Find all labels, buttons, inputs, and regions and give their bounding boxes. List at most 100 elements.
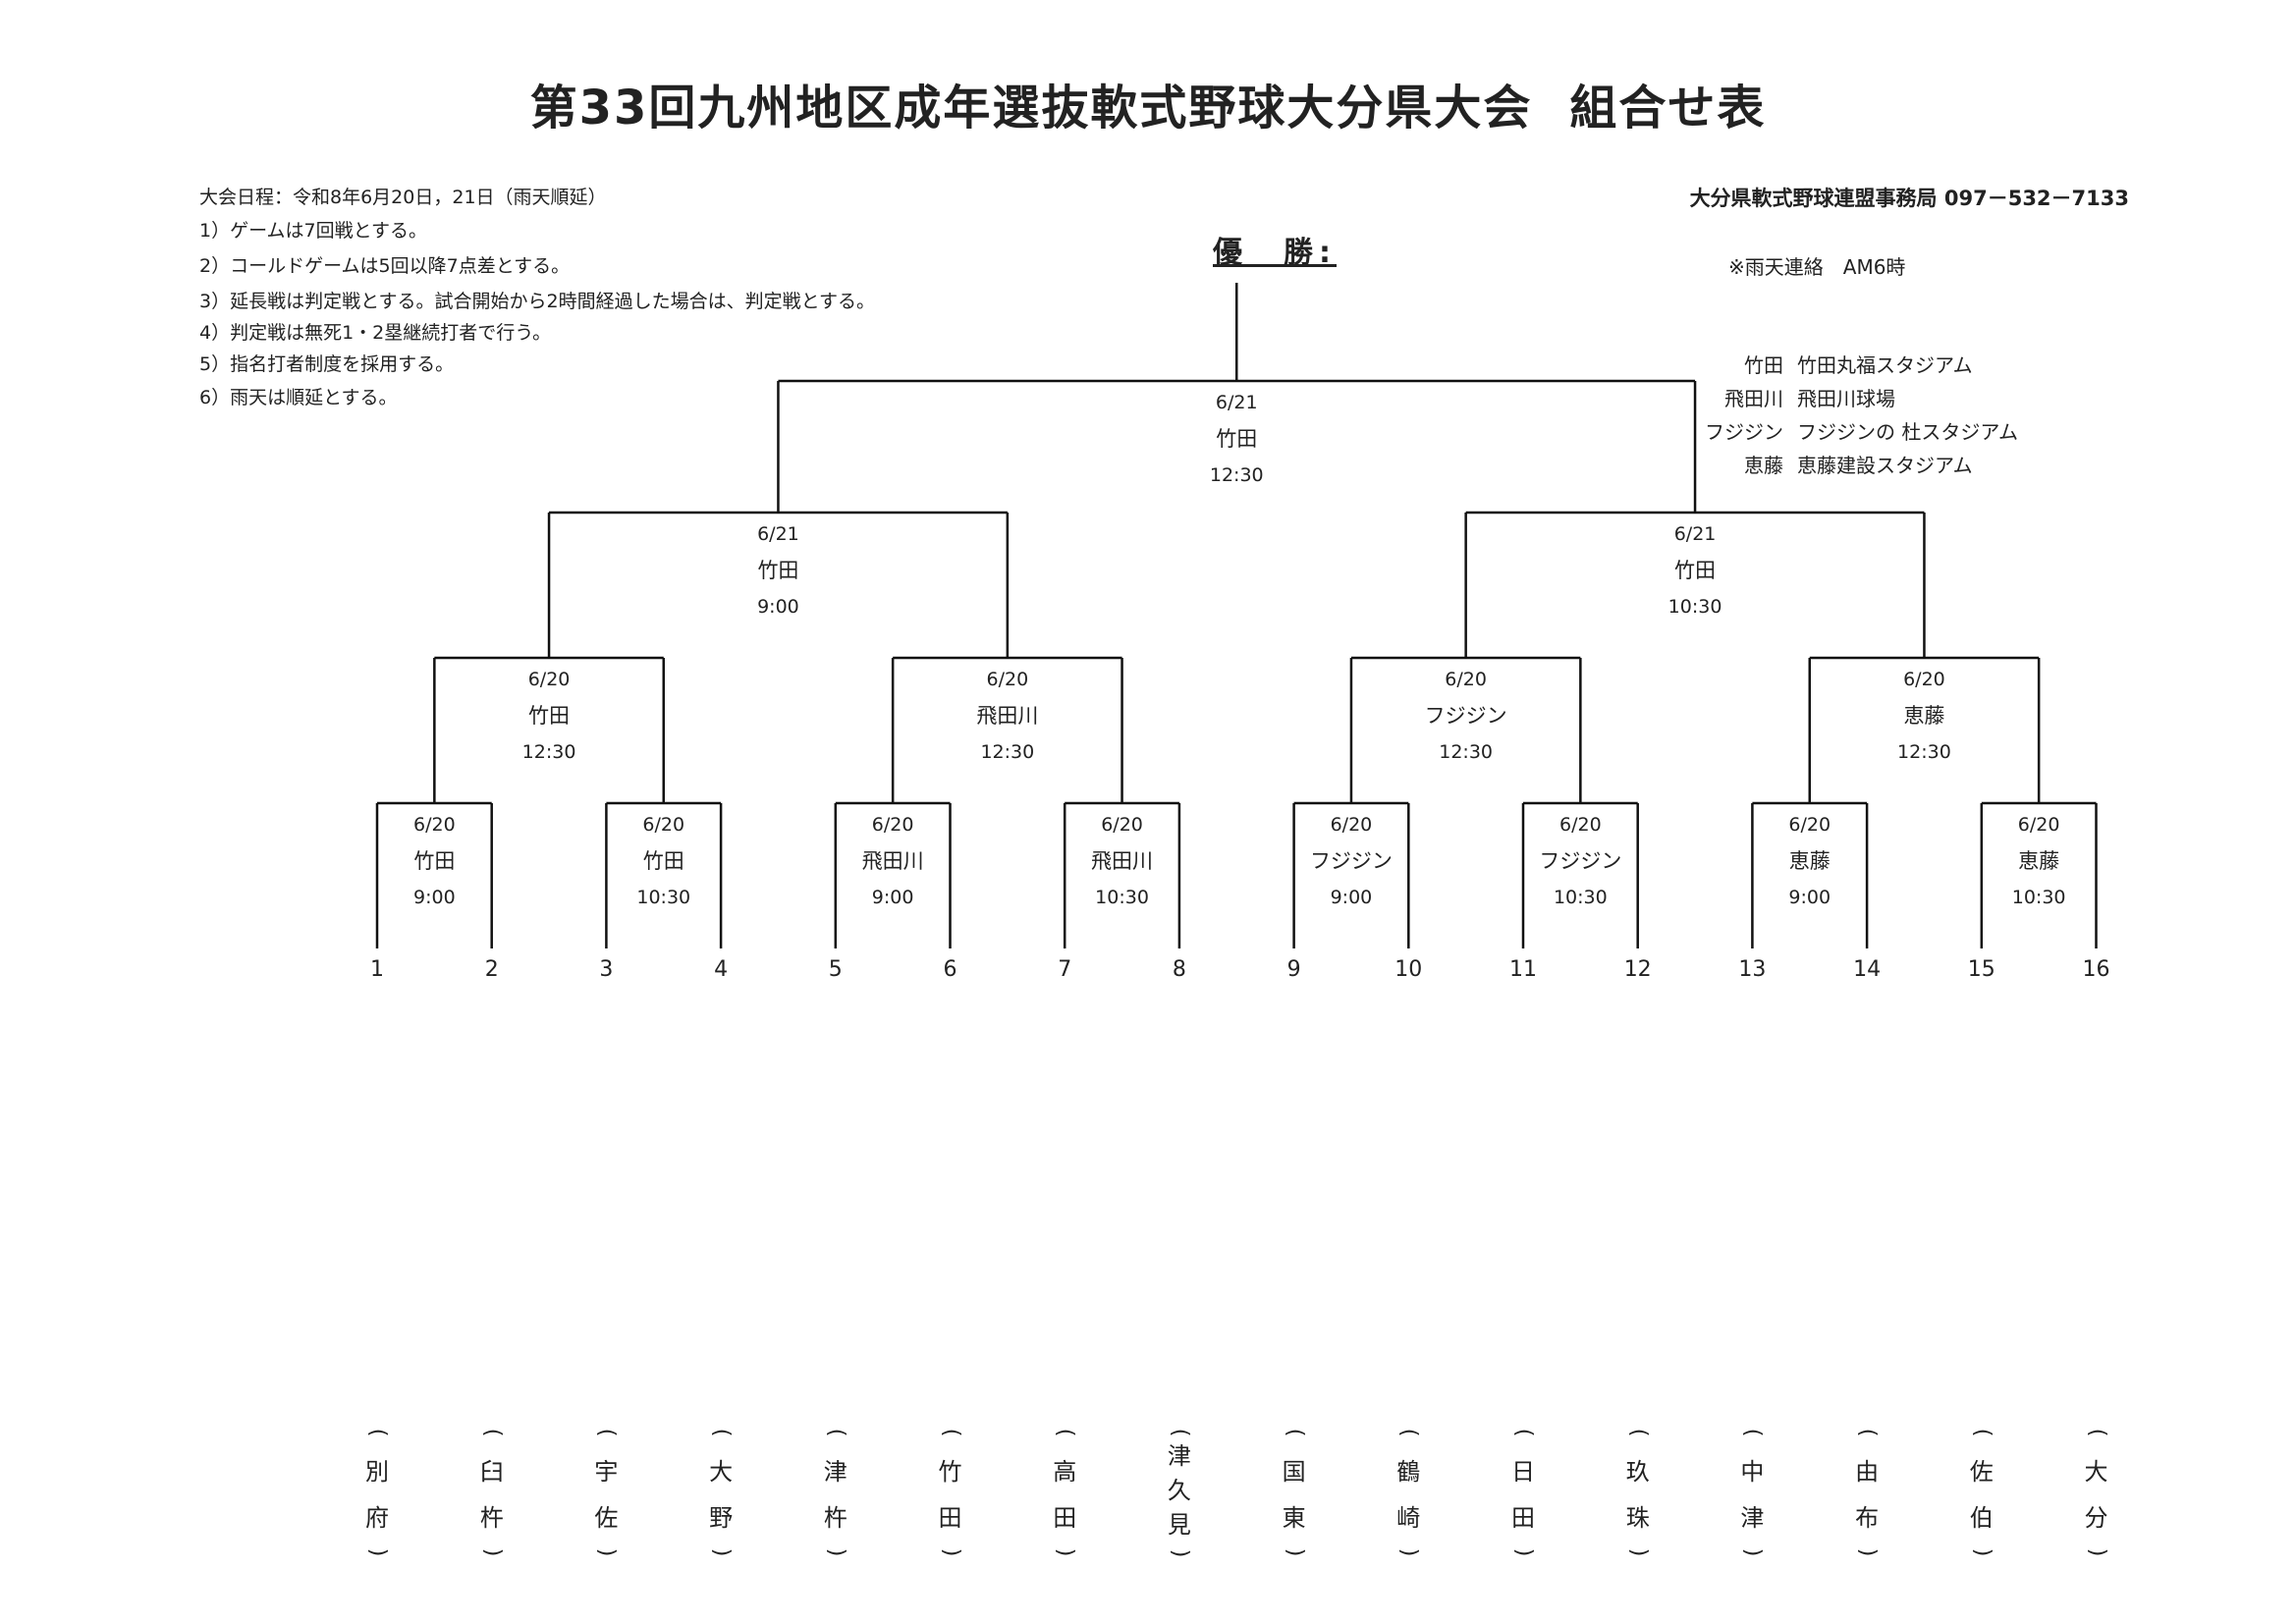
match-time: 10:30	[1095, 887, 1149, 908]
team-name: 玖珠	[1625, 1458, 1650, 1532]
venue-short: 飛田川	[1724, 387, 1783, 410]
team-name: 鶴崎	[1396, 1458, 1421, 1532]
match-date: 6/21	[1215, 392, 1258, 413]
venue-short: フジジン	[1705, 420, 1783, 444]
open-paren: (	[1396, 1428, 1422, 1437]
slot-number: 5	[828, 957, 843, 982]
match-time: 12:30	[980, 741, 1035, 763]
venue-full: 竹田丸福スタジアム	[1797, 353, 1973, 377]
first-round-match-info: 6/20 飛田川 10:30	[1034, 807, 1211, 916]
close-paren: )	[1969, 1547, 1995, 1557]
team-entry: (大野)	[701, 1422, 740, 1563]
match-venue: 恵藤	[1903, 704, 1945, 728]
rule-schedule: 大会日程：令和8年6月20日，21日（雨天順延）	[199, 187, 607, 208]
team-entry: (日田)	[1503, 1422, 1543, 1563]
open-paren: (	[1855, 1428, 1881, 1437]
match-date: 6/20	[2017, 814, 2060, 836]
team-entry: ( 臼杵)	[472, 1422, 512, 1563]
open-paren: (	[1053, 1428, 1078, 1437]
rule-3: 3）延長戦は判定戦とする。試合開始から2時間経過した場合は、判定戦とする。	[199, 291, 876, 312]
slot-number: 2	[484, 957, 499, 982]
office-contact: 大分県軟式野球連盟事務局 097－532－7133	[1689, 187, 2129, 210]
match-date: 6/21	[757, 523, 799, 545]
team-name: 高田	[1053, 1458, 1077, 1532]
rule-6: 6）雨天は順延とする。	[199, 387, 398, 408]
team-entry: (別府)	[357, 1422, 397, 1563]
close-paren: )	[1396, 1547, 1422, 1557]
match-date: 6/20	[1903, 669, 1945, 690]
open-paren: (	[1167, 1428, 1192, 1437]
team-name: 由布	[1855, 1458, 1880, 1532]
team-name: 竹田	[938, 1458, 962, 1532]
match-date: 6/20	[986, 669, 1029, 690]
close-paren: )	[1282, 1547, 1307, 1557]
venue-full: 恵藤建設スタジアム	[1797, 454, 1973, 477]
match-venue: 竹田	[413, 849, 456, 873]
venue-legend-4: 恵藤恵藤建設スタジアム	[1699, 450, 1973, 478]
team-name: 佐伯	[1969, 1458, 1994, 1532]
slot-number: 15	[1967, 957, 1995, 982]
match-time: 10:30	[1667, 596, 1722, 618]
match-date: 6/20	[871, 814, 914, 836]
close-paren: )	[823, 1547, 848, 1557]
venue-short: 竹田	[1744, 353, 1783, 377]
match-time: 9:00	[757, 596, 799, 618]
team-name: 臼杵	[479, 1458, 504, 1532]
open-paren: (	[1511, 1428, 1536, 1437]
close-paren: )	[1511, 1547, 1536, 1557]
match-time: 10:30	[1553, 887, 1608, 908]
team-entry: (国東)	[1275, 1422, 1314, 1563]
match-date: 6/20	[1101, 814, 1143, 836]
team-name: 津杵	[823, 1458, 847, 1532]
close-paren: )	[365, 1547, 390, 1557]
team-name: 宇佐	[594, 1458, 619, 1532]
match-venue: フジジン	[1424, 704, 1507, 728]
match-date: 6/20	[642, 814, 685, 836]
match-time: 9:00	[871, 887, 914, 908]
open-paren: (	[1969, 1428, 1995, 1437]
close-paren: )	[479, 1547, 505, 1557]
slot-number: 1	[370, 957, 384, 982]
rule-4: 4）判定戦は無死1・2塁継続打者で行う。	[199, 322, 552, 344]
slot-number: 7	[1058, 957, 1072, 982]
team-entry: (中津)	[1732, 1422, 1772, 1563]
match-venue: 恵藤	[2018, 849, 2060, 873]
match-venue: フジジン	[1309, 849, 1393, 873]
page-title: 第33回九州地区成年選抜軟式野球大分県大会組合せ表	[0, 69, 2296, 137]
team-entry: (大分)	[2077, 1422, 2116, 1563]
venue-full: 飛田川球場	[1797, 387, 1895, 410]
close-paren: )	[1855, 1547, 1881, 1557]
rain-contact-note: ※雨天連絡 AM6時	[1728, 255, 1906, 279]
match-time: 12:30	[521, 741, 576, 763]
match-date: 6/20	[1445, 669, 1487, 690]
team-entry: ( 鶴崎)	[1389, 1422, 1428, 1563]
open-paren: (	[479, 1428, 505, 1437]
first-round-match-info: 6/20 竹田 9:00	[346, 807, 522, 916]
match-venue: 飛田川	[1091, 849, 1154, 873]
open-paren: (	[1625, 1428, 1651, 1437]
match-time: 9:00	[413, 887, 456, 908]
match-venue: 竹田	[757, 559, 799, 582]
match-time: 12:30	[1897, 741, 1951, 763]
slot-number: 12	[1623, 957, 1652, 982]
quarterfinal-match-info: 6/20 フジジン 12:30	[1378, 662, 1555, 771]
team-entry: (津杵)	[816, 1422, 855, 1563]
slot-number: 4	[714, 957, 729, 982]
close-paren: )	[1740, 1547, 1766, 1557]
match-time: 10:30	[636, 887, 691, 908]
open-paren: (	[1282, 1428, 1307, 1437]
close-paren: )	[1167, 1548, 1192, 1558]
rule-5: 5）指名打者制度を採用する。	[199, 353, 455, 375]
match-time: 12:30	[1439, 741, 1494, 763]
team-entry: ( 由布)	[1847, 1422, 1886, 1563]
champion-label: 優 勝:	[1213, 236, 1337, 270]
open-paren: (	[938, 1428, 963, 1437]
match-date: 6/20	[413, 814, 456, 836]
slot-number: 14	[1853, 957, 1882, 982]
venue-legend-2: 飛田川飛田川球場	[1699, 383, 1895, 411]
venue-full: フジジンの 杜スタジアム	[1797, 420, 2018, 444]
